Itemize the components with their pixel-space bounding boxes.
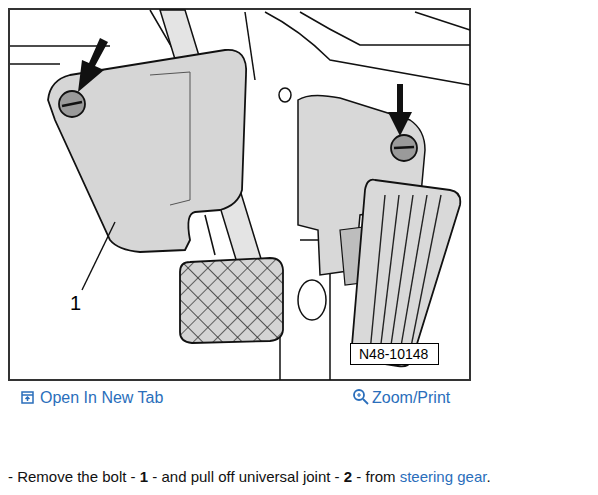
image-frame [9,9,470,380]
zoom-icon [354,390,368,404]
instruction-text: - and pull off universal joint - [152,468,339,485]
callout-number: 1 [140,468,148,485]
figure-id-box: N48-10148 [350,343,439,365]
background-lines [10,10,470,380]
callout-number: 1 [70,292,81,315]
leader-line [82,222,115,290]
callout-number: 2 [344,468,352,485]
instruction-text: . [486,468,490,485]
accelerator-pedal [352,180,461,367]
footwell-cover [48,50,246,252]
pointer-arrow [78,38,108,92]
instruction-text: - Remove the bolt - [8,468,136,485]
instruction-text: - from [356,468,395,485]
brake-pedal-pad [180,258,283,343]
screw-left [59,91,85,117]
pedal-arm-lower [205,215,215,255]
figure-id: N48-10148 [359,346,430,362]
new-tab-icon [22,392,33,403]
cover-contour [150,72,190,205]
toolbar-link: Open In New Tab [40,389,163,407]
toolbar-link: Zoom/Print [372,389,450,407]
pointer-arrow [388,84,412,136]
instruction-line: - Remove the bolt -1- and pull off unive… [8,468,593,485]
screw-right [391,135,417,161]
link-text: steering gear [400,468,487,485]
